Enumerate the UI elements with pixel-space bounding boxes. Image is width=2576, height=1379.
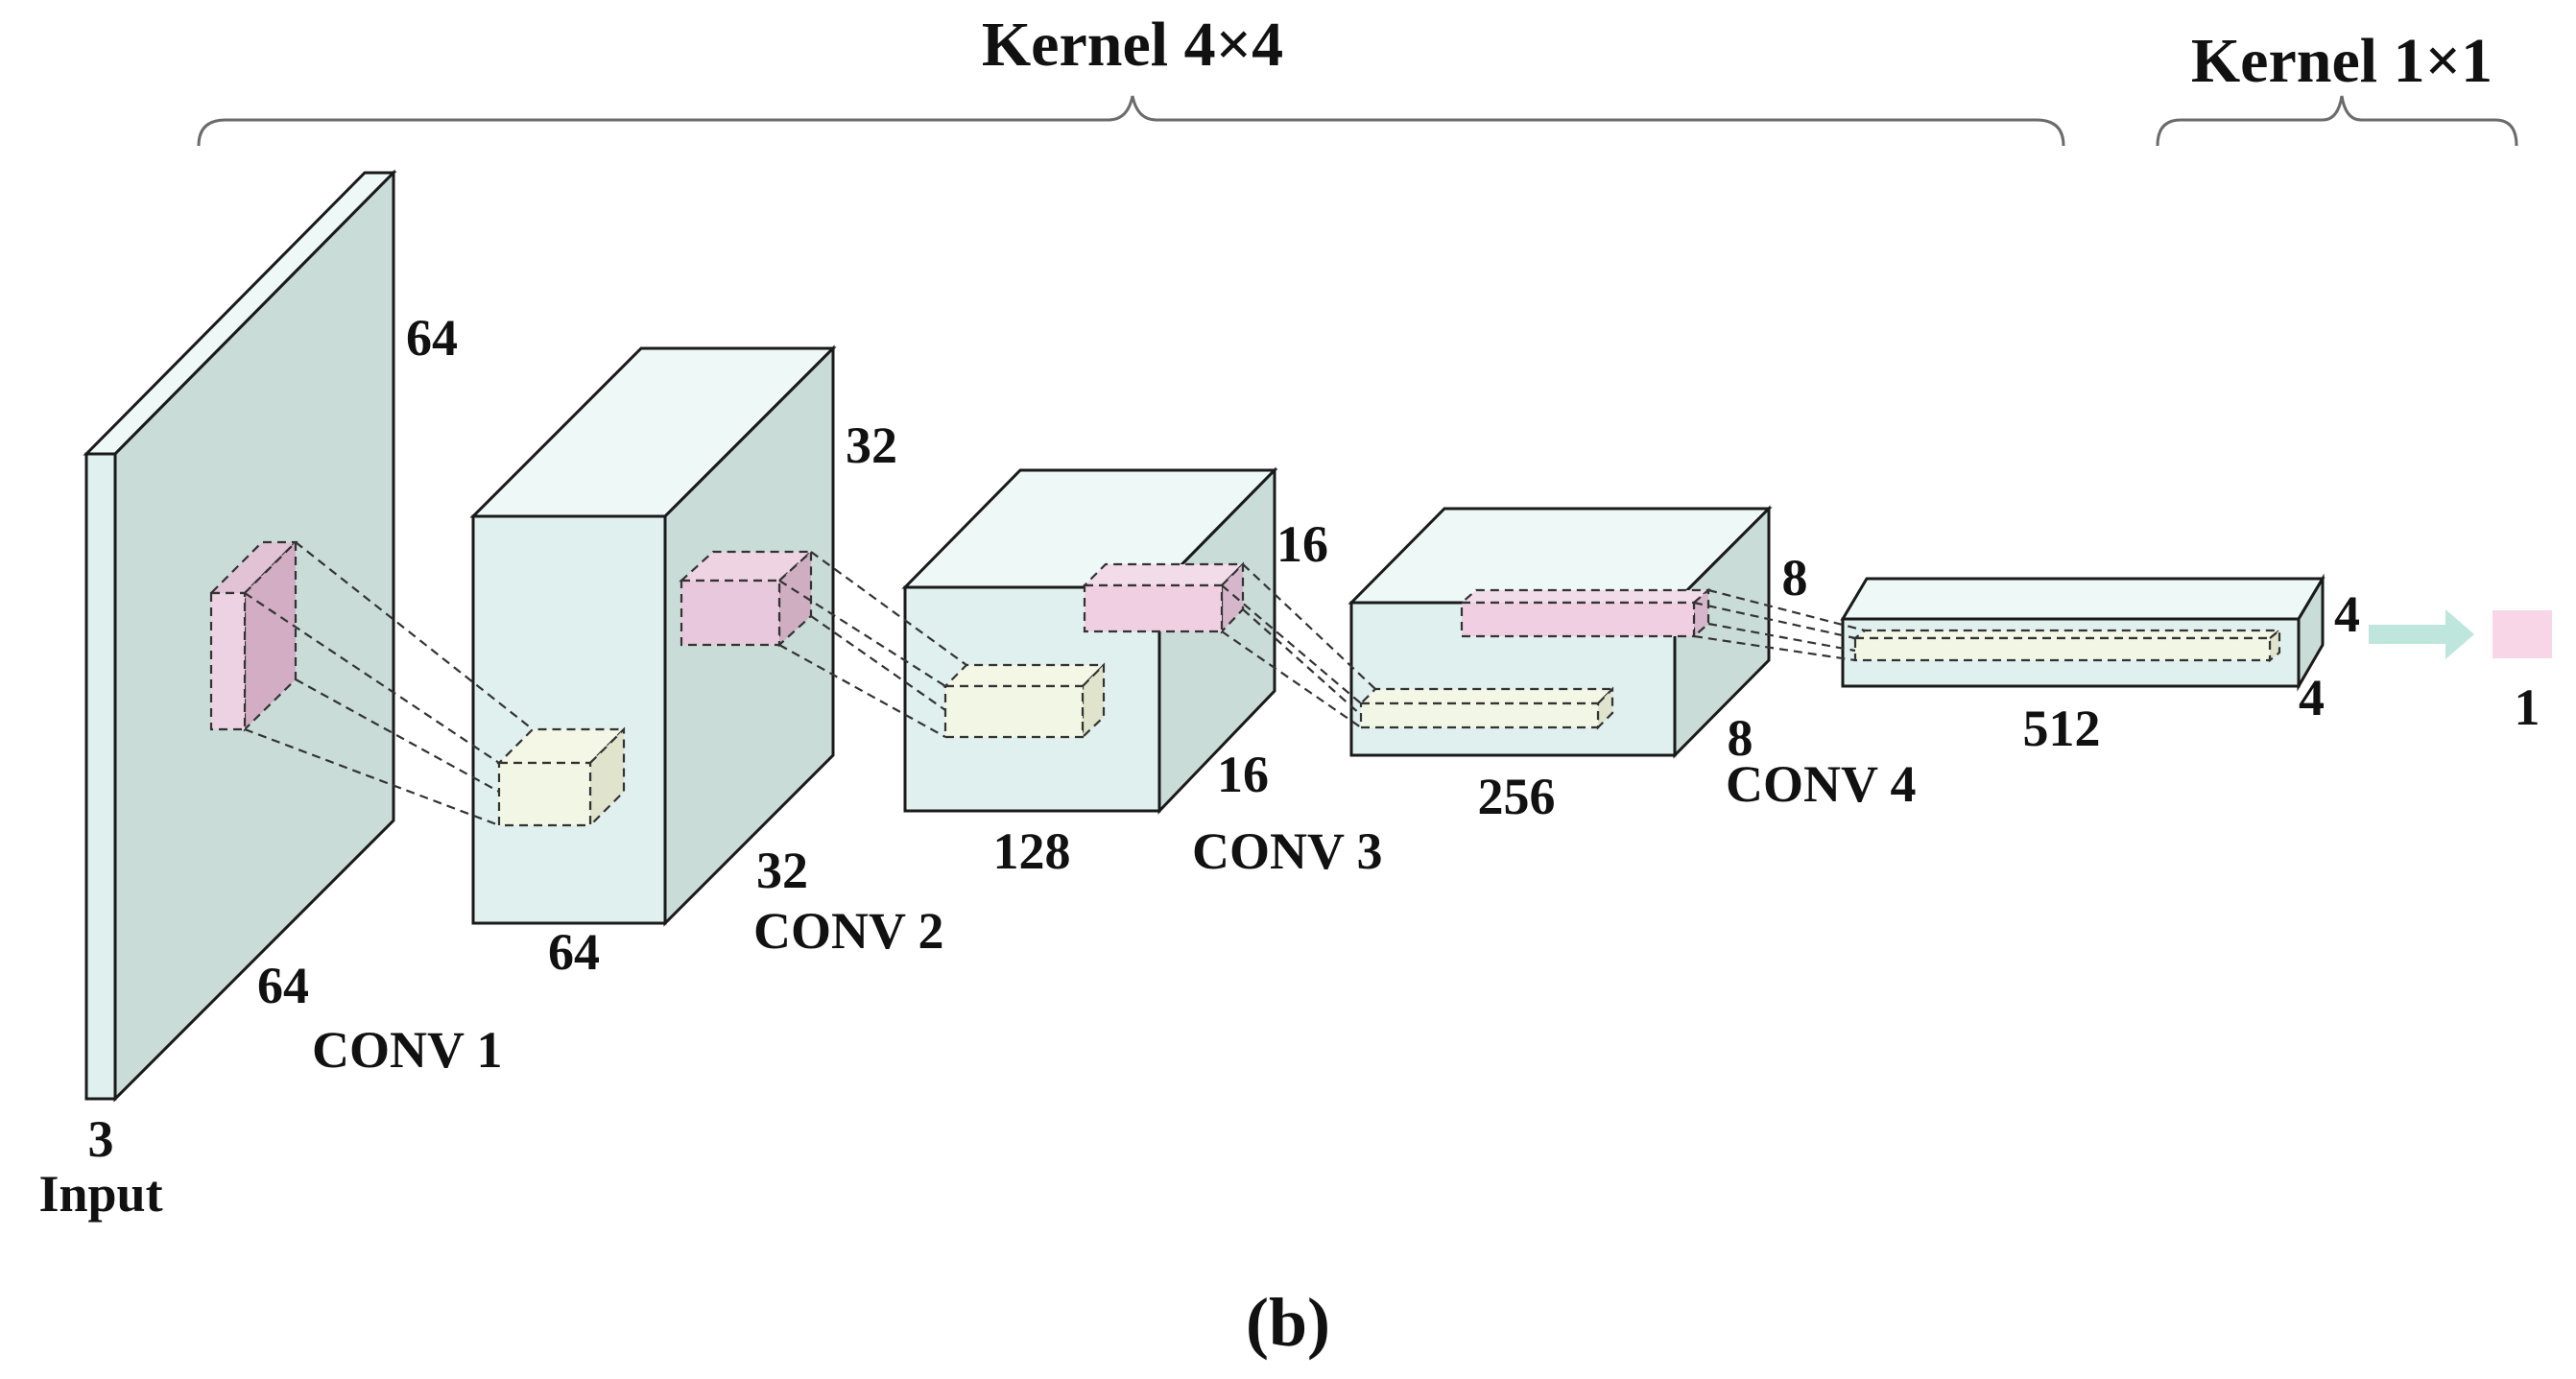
conv2-channels-label: 128 (993, 822, 1071, 880)
conv3-block (1348, 505, 1773, 759)
conv3-kernel-target (1358, 686, 1615, 730)
conv1-channels-label: 64 (548, 923, 600, 981)
output-cell (2493, 610, 2552, 658)
conv4-name-label: CONV 4 (1726, 755, 1917, 813)
input-layer-block (83, 169, 397, 1103)
output-value-label: 1 (2515, 678, 2540, 736)
kernel-1x1-brace (2156, 95, 2518, 147)
input-kernel-source (208, 539, 298, 732)
conv4-height-label: 4 (2334, 585, 2360, 643)
output-arrow (2369, 609, 2474, 659)
conv4-channels-label: 512 (2023, 700, 2101, 757)
conv4-block (1840, 573, 2326, 692)
conv3-name-label: CONV 3 (1192, 822, 1383, 880)
conv1-kernel-target (496, 726, 627, 828)
conv3-kernel-source (1459, 587, 1711, 639)
kernel-4x4-brace (197, 95, 2065, 147)
kernel-1x1-annotation: Kernel 1×1 (2156, 26, 2518, 147)
conv2-kernel-source (1082, 561, 1246, 634)
kernel-4x4-label: Kernel 4×4 (982, 10, 1283, 80)
kernel-projection-lines (244, 541, 1866, 827)
input-height-label: 64 (406, 309, 458, 367)
conv3-labels: 8 8 256 CONV 3 (1192, 549, 1808, 880)
conv2-name-label: CONV 2 (753, 902, 944, 960)
figure-caption: (b) (1246, 1284, 1330, 1361)
conv3-height-label: 8 (1782, 549, 1808, 606)
conv2-height-label: 16 (1276, 515, 1328, 573)
conv2-block (901, 466, 1278, 815)
conv4-width-label: 4 (2299, 669, 2325, 726)
input-labels: 64 64 3 Input (38, 309, 458, 1223)
kernel-1x1-label: Kernel 1×1 (2191, 26, 2493, 96)
conv3-channels-label: 256 (1478, 768, 1556, 825)
input-name-label: Input (38, 1165, 162, 1223)
conv3-width-label: 8 (1728, 709, 1753, 767)
conv1-kernel-source (679, 549, 814, 648)
conv2-kernel-target (942, 662, 1107, 740)
conv1-labels: 32 32 64 CONV 1 (312, 416, 897, 1079)
conv1-name-label: CONV 1 (312, 1021, 503, 1079)
conv1-width-label: 32 (756, 842, 808, 899)
conv4-labels: 4 4 512 CONV 4 (1726, 585, 2360, 813)
input-width-label: 64 (257, 957, 309, 1014)
conv1-height-label: 32 (846, 416, 897, 474)
conv4-kernel-target (1851, 628, 2283, 663)
input-channels-label: 3 (88, 1110, 114, 1168)
conv1-block (469, 345, 837, 927)
conv2-width-label: 16 (1217, 746, 1269, 803)
kernel-4x4-annotation: Kernel 4×4 (197, 10, 2065, 147)
conv2-labels: 16 16 128 CONV 2 (753, 515, 1328, 960)
